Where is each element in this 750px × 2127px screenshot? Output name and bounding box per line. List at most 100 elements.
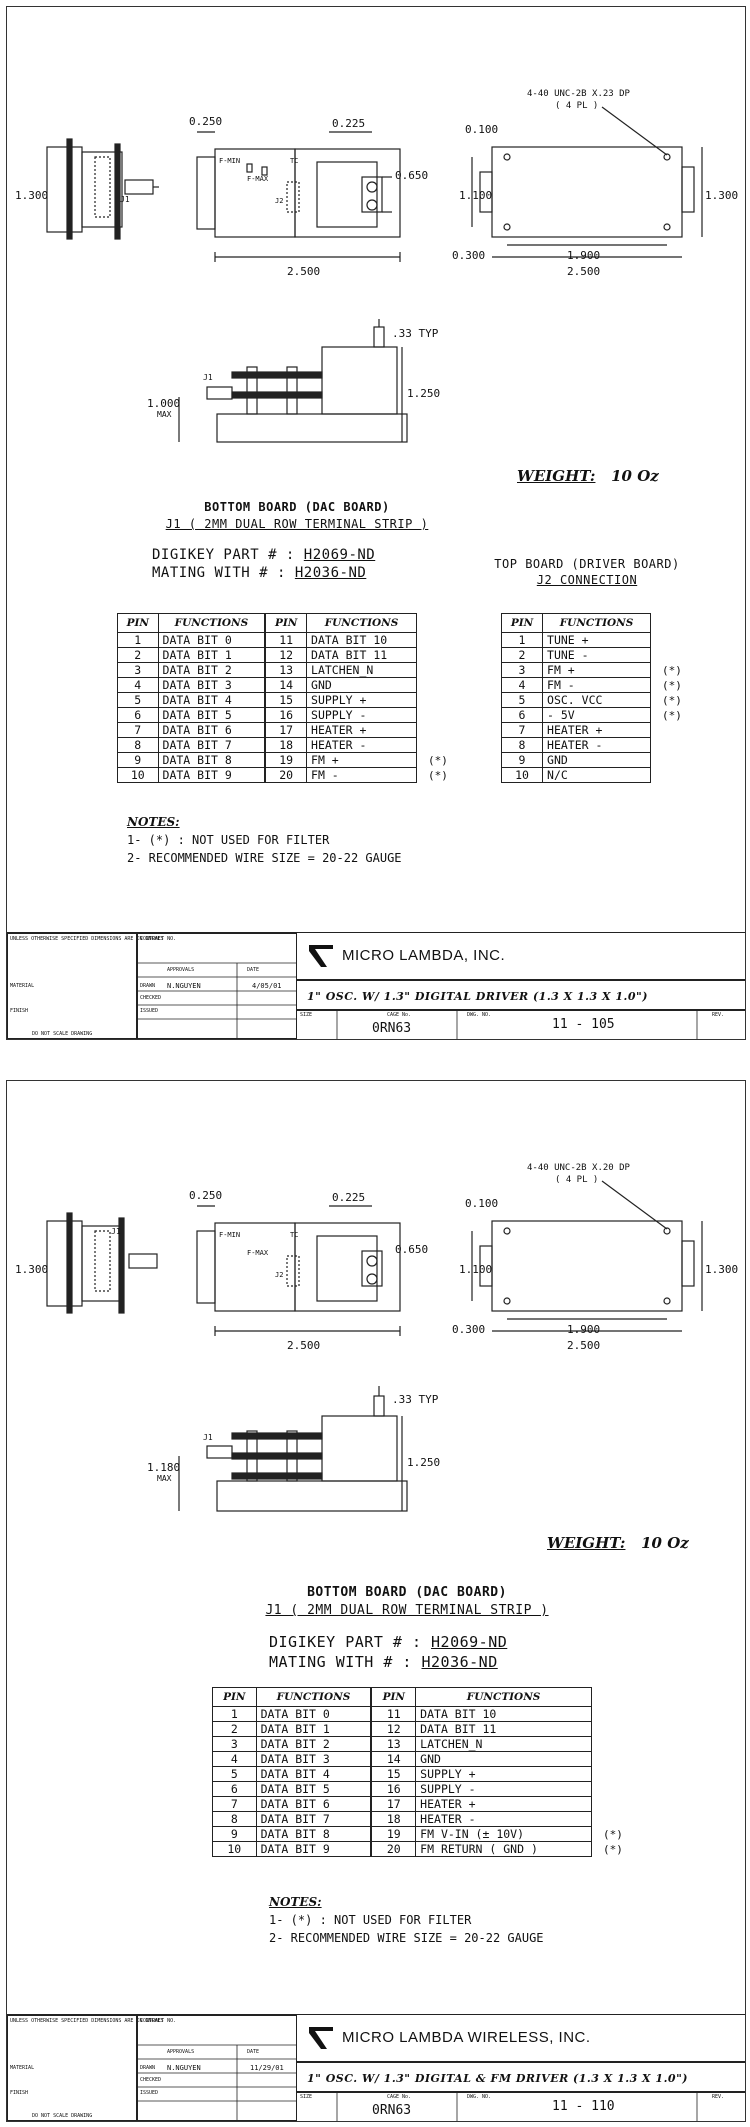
mating-part: MATING WITH # : H2036-ND: [269, 1653, 498, 1671]
pin-function: HEATER -: [306, 737, 417, 753]
side-view-body: [81, 1225, 123, 1302]
pin-number: 11: [264, 632, 308, 648]
pin-function: DATA BIT 10: [415, 1706, 592, 1722]
not-used-mark: (*): [662, 693, 682, 707]
pin-number: 3: [117, 662, 159, 678]
note-1: 1- (*) : NOT USED FOR FILTER: [127, 833, 330, 847]
side-view-connector: [46, 1220, 83, 1307]
pin-number: 7: [117, 722, 159, 738]
tb-dwg: 11 - 110: [552, 2099, 615, 2114]
tb-drawn: DRAWN: [140, 983, 156, 989]
pin-number: 2: [212, 1721, 257, 1737]
pin-number: 1: [117, 632, 159, 648]
pin-number: 6: [500, 707, 544, 723]
not-used-mark: (*): [603, 1842, 623, 1856]
pin-number: 3: [212, 1736, 257, 1752]
pin-function: DATA BIT 8: [157, 752, 266, 768]
header-2: PIN: [264, 613, 308, 633]
pin-function: HEATER -: [542, 737, 651, 753]
label-j1-lower: J1: [203, 373, 213, 382]
dim-1300-side: 1.300: [15, 1263, 49, 1276]
pin-function: DATA BIT 11: [415, 1721, 592, 1737]
tb-finish: FINISH: [10, 2090, 29, 2096]
tb-contract: CONTRACT NO.: [140, 2018, 177, 2024]
end-view-body: [491, 1220, 683, 1312]
tb-dwg-label: DWG. NO.: [467, 1012, 492, 1018]
tb-rev: REV.: [712, 2094, 725, 2100]
dim-0650: 0.650: [395, 1243, 429, 1256]
pin-function: TUNE -: [542, 647, 651, 663]
title-block: UNLESS OTHERWISE SPECIFIED DIMENSIONS AR…: [7, 2014, 745, 2121]
pin-number: 4: [212, 1751, 257, 1767]
header-2: PIN: [370, 1687, 417, 1707]
mechanical-views: [46, 106, 703, 443]
pin-function: DATA BIT 2: [255, 1736, 372, 1752]
drawing-sheet-1: 0.250 F-MIN F-MAX TC J2 J1 0.225 0.650 1…: [6, 6, 746, 1040]
tb-finish: FINISH: [10, 1008, 29, 1014]
label-fmax: F-MAX: [247, 175, 269, 183]
pin-number: 14: [264, 677, 308, 693]
dim-0250: 0.250: [189, 1189, 223, 1202]
dim-2500-front: 2.500: [287, 265, 321, 278]
pin-function: DATA BIT 2: [157, 662, 266, 678]
tb-date: DATE: [247, 967, 260, 973]
tb-spec: UNLESS OTHERWISE SPECIFIED DIMENSIONS AR…: [10, 2018, 164, 2024]
pin-number: 1: [212, 1706, 257, 1722]
pin-function: FM -: [306, 767, 417, 783]
pin-number: 13: [264, 662, 308, 678]
pin-function: HEATER +: [415, 1796, 592, 1812]
tb-grid: [137, 2044, 297, 2121]
pin-number: 2: [500, 647, 544, 663]
pin-number: 9: [117, 752, 159, 768]
pin-function: GND: [415, 1751, 592, 1767]
weight: WEIGHT: 10 Oz: [547, 1534, 689, 1552]
pin-function: DATA BIT 6: [157, 722, 266, 738]
pin-number: 11: [370, 1706, 417, 1722]
weight-value: 10 Oz: [641, 1534, 689, 1552]
header-3: FUNCTIONS: [306, 613, 417, 633]
pin-function: LATCHEN_N: [306, 662, 417, 678]
pin-number: 6: [212, 1781, 257, 1797]
tb-drawn: DRAWN: [140, 2065, 156, 2071]
weight: WEIGHT: 10 Oz: [517, 467, 659, 485]
tb-issued: ISSUED: [140, 1008, 159, 1014]
tb-cage: 0RN63: [372, 1021, 412, 1036]
pin-number: 17: [264, 722, 308, 738]
header-1: FUNCTIONS: [542, 613, 651, 633]
tb-cage: 0RN63: [372, 2103, 412, 2118]
dim-1250: 1.250: [407, 387, 441, 400]
pin-function: LATCHEN_N: [415, 1736, 592, 1752]
pin-function: DATA BIT 5: [157, 707, 266, 723]
pin-function: DATA BIT 0: [255, 1706, 372, 1722]
pin-function: FM +: [542, 662, 651, 678]
header-0: PIN: [500, 613, 544, 633]
pin-number: 9: [212, 1826, 257, 1842]
company-logo-icon: [309, 2027, 333, 2049]
label-j2: J2: [275, 197, 284, 205]
pin-number: 4: [500, 677, 544, 693]
pin-function: HEATER +: [306, 722, 417, 738]
pin-function: OSC. VCC: [542, 692, 651, 708]
title-block: UNLESS OTHERWISE SPECIFIED DIMENSIONS AR…: [7, 932, 745, 1039]
pin-function: N/C: [542, 767, 651, 783]
pin-function: HEATER -: [415, 1811, 592, 1827]
mating-value: H2036-ND: [421, 1653, 498, 1671]
tb-checked: CHECKED: [140, 2077, 162, 2083]
tb-issued: ISSUED: [140, 2090, 159, 2096]
dim-1900: 1.900: [567, 1323, 601, 1336]
pin-function: SUPPLY +: [415, 1766, 592, 1782]
dim-2500-front: 2.500: [287, 1339, 321, 1352]
pin-function: SUPPLY -: [306, 707, 417, 723]
